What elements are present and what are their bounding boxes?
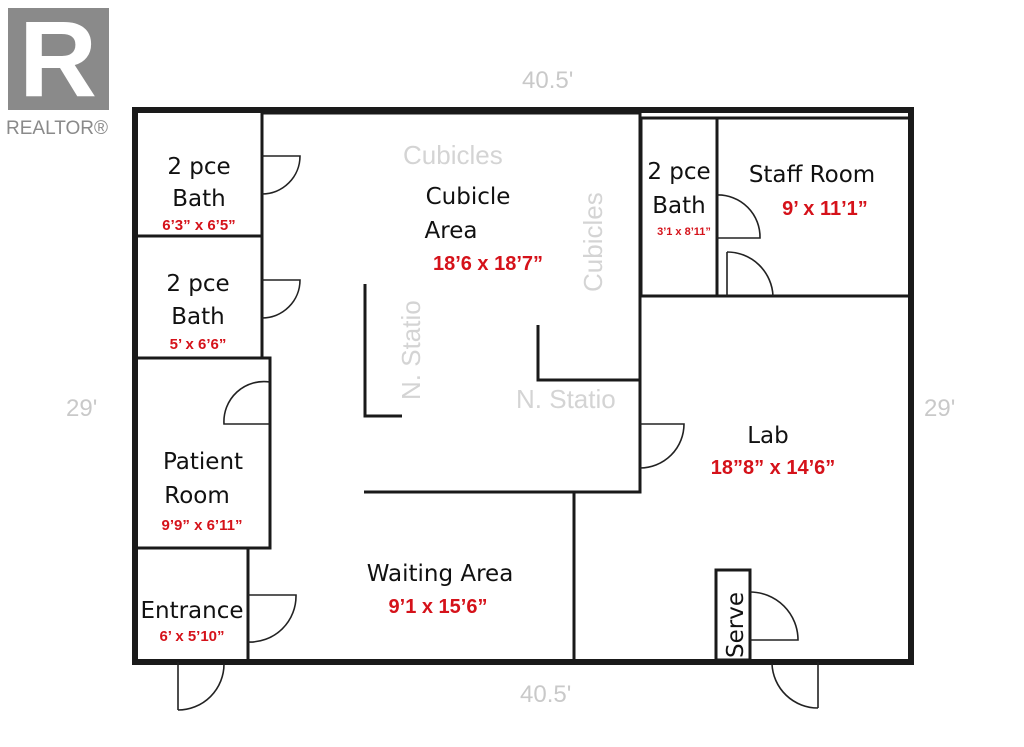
cubicle-area-dimensions: 18’6 x 18’7” xyxy=(433,253,543,275)
server-closet xyxy=(714,568,752,662)
door-swings xyxy=(177,155,819,711)
lab-dimensions: 18”8” x 14’6” xyxy=(711,457,836,479)
staff-room-dimensions: 9’ x 11’1” xyxy=(782,198,868,220)
exterior-dim-left: 29' xyxy=(66,395,97,422)
entrance-name: Entrance xyxy=(140,598,243,624)
bath2-name-line2: Bath xyxy=(171,304,224,330)
patient-room-name-line1: Patient xyxy=(163,449,243,475)
bath1-name-line2: Bath xyxy=(172,186,225,212)
bath1-dimensions: 6’3” x 6’5” xyxy=(162,217,235,234)
exterior-dim-top: 40.5' xyxy=(522,67,573,94)
bath1-name-line1: 2 pce xyxy=(167,154,230,180)
realtor-logo-mark: R xyxy=(19,0,97,119)
bath2-name-line1: 2 pce xyxy=(166,271,229,297)
cubicle-area-name-line2: Area xyxy=(425,218,478,244)
lab-name: Lab xyxy=(747,423,789,449)
server-closet-label: Serve xyxy=(723,592,749,658)
exterior-dim-right: 29' xyxy=(924,395,955,422)
bath3-name-line1: 2 pce xyxy=(647,159,710,185)
patient-room-dimensions: 9’9” x 6’11” xyxy=(162,517,243,534)
staff-room-name: Staff Room xyxy=(749,162,875,188)
bath3-dimensions: 3’1 x 8’11” xyxy=(657,226,711,238)
bath3-name-line2: Bath xyxy=(652,193,705,219)
patient-room-name-line2: Room xyxy=(164,483,230,509)
faded-label-cubicles-top: Cubicles xyxy=(403,140,503,170)
waiting-area-dimensions: 9’1 x 15’6” xyxy=(389,596,488,618)
exterior-dim-bottom: 40.5' xyxy=(520,681,571,708)
entrance-dimensions: 6’ x 5’10” xyxy=(159,628,224,645)
exterior-wall xyxy=(132,107,914,665)
faded-label-cubicles-side: Cubicles xyxy=(578,192,608,292)
realtor-logo-mark-box xyxy=(8,8,109,110)
waiting-area-name: Waiting Area xyxy=(367,561,514,587)
faded-label-n-station-vertical: N. Statio xyxy=(396,300,426,400)
realtor-logo: R REALTOR® xyxy=(6,0,109,139)
cubicle-area-name-line1: Cubicle xyxy=(426,184,511,210)
realtor-logo-text: REALTOR® xyxy=(6,118,108,139)
bath2-dimensions: 5’ x 6’6” xyxy=(170,336,227,353)
faded-label-n-station: N. Statio xyxy=(516,384,616,414)
